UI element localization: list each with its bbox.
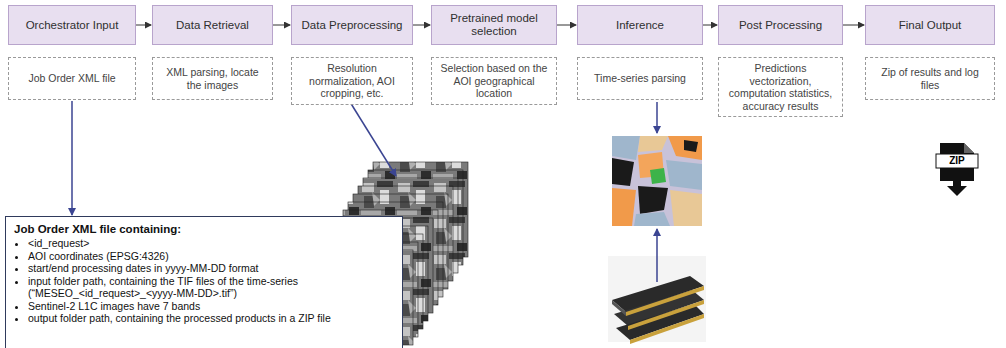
flow-arrow [413, 25, 430, 26]
box-text: XML parsing, locate the images [159, 66, 266, 91]
flow-arrow [557, 25, 576, 26]
leader-line [350, 102, 396, 176]
process-box: Pretrained model selection [431, 5, 557, 45]
process-box: Data Retrieval [152, 5, 273, 45]
flow-arrow [703, 25, 717, 26]
box-text: Data Preprocessing [302, 19, 403, 32]
info-box: Job Order XML file containing:<id_reques… [5, 216, 403, 348]
box-text: Predictions vectorization, computation s… [725, 62, 836, 112]
process-box: Orchestrator Input [8, 5, 136, 45]
prediction-map [612, 136, 702, 226]
zip-icon [936, 143, 978, 196]
box-text: Data Retrieval [176, 19, 249, 32]
leader-line [656, 102, 658, 133]
description-box: Zip of results and log files [865, 57, 995, 100]
description-box: Predictions vectorization, computation s… [718, 57, 843, 117]
flow-arrow [273, 25, 290, 26]
icon-label: ZIP [936, 155, 978, 167]
process-box: Inference [577, 5, 703, 45]
description-box: Selection based on the AOI geographical … [431, 57, 557, 105]
box-text: Resolution normalization, AOI cropping, … [298, 62, 406, 100]
description-box: Time-series parsing [577, 57, 703, 100]
flow-arrow [71, 101, 73, 215]
bullet-item: AOI coordinates (EPSG:4326) [28, 250, 394, 263]
process-box: Data Preprocessing [291, 5, 413, 45]
box-text: Final Output [899, 19, 962, 32]
process-box: Final Output [865, 5, 995, 45]
leader-line [656, 229, 658, 282]
bullet-item: output folder path, containing the proce… [28, 312, 394, 325]
box-text: Job Order XML file [28, 72, 115, 85]
box-heading: Job Order XML file containing: [14, 222, 394, 236]
description-box: Job Order XML file [8, 57, 136, 100]
box-text: Post Processing [739, 19, 822, 32]
bullet-item: start/end processing dates in yyyy-MM-DD… [28, 262, 394, 275]
box-text: Orchestrator Input [26, 19, 119, 32]
bullet-item: input folder path, containing the TIF fi… [28, 275, 394, 300]
bullet-item: <id_request> [28, 237, 394, 250]
box-text: Zip of results and log files [872, 66, 988, 91]
box-text: Inference [616, 19, 664, 32]
box-text: Time-series parsing [594, 72, 686, 85]
description-box: Resolution normalization, AOI cropping, … [291, 57, 413, 105]
description-box: XML parsing, locate the images [152, 57, 273, 100]
box-text: Selection based on the AOI geographical … [438, 62, 550, 100]
box-text: Pretrained model selection [438, 12, 550, 38]
bullet-item: Sentinel-2 L1C images have 7 bands [28, 300, 394, 313]
process-box: Post Processing [718, 5, 843, 45]
flow-arrow [136, 25, 151, 26]
bullet-list: <id_request>AOI coordinates (EPSG:4326)s… [14, 237, 394, 325]
flow-arrow [843, 25, 864, 26]
